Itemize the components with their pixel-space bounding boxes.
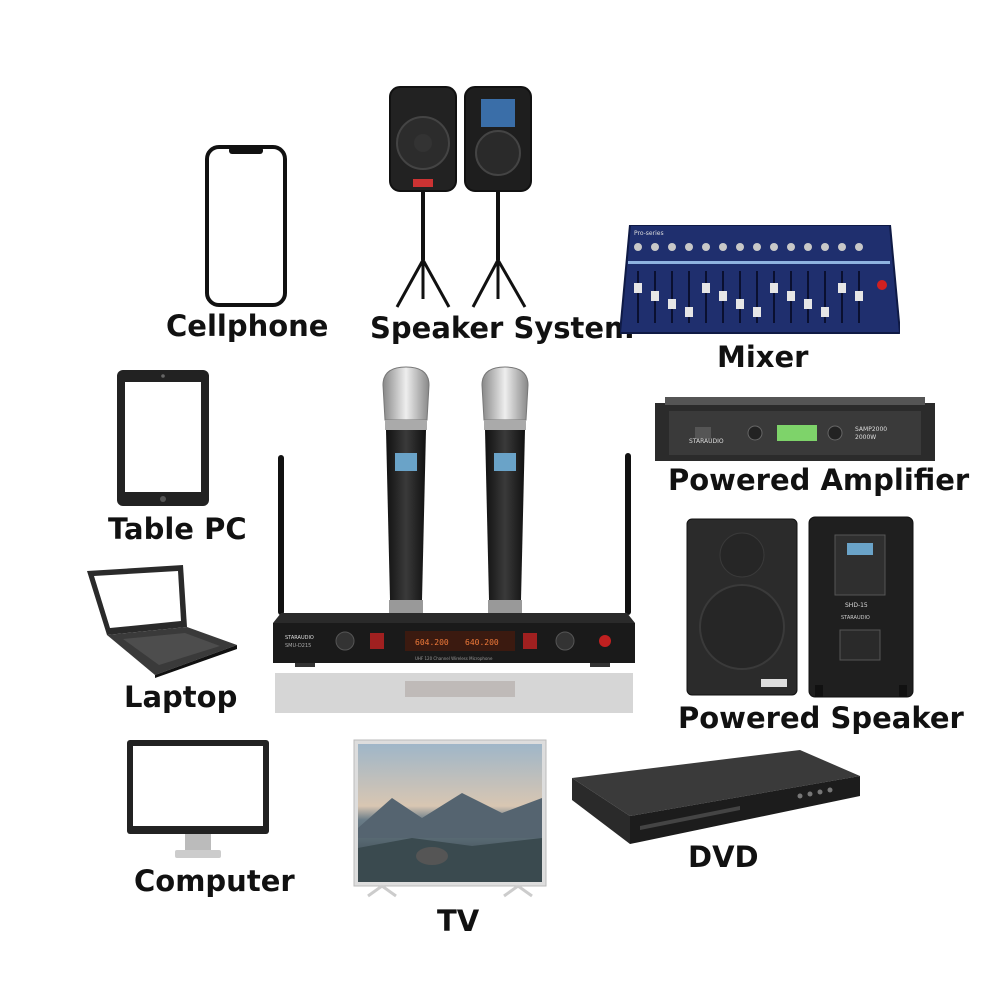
- computer-icon: [125, 738, 271, 862]
- powered-speaker-icon: SHD-15 STARAUDIO: [685, 515, 915, 700]
- laptop-label: Laptop: [124, 680, 238, 714]
- laptop-icon: [85, 563, 240, 678]
- powered-speaker-label: Powered Speaker: [678, 701, 964, 735]
- dvd-label: DVD: [688, 840, 759, 874]
- powered-amplifier-label: Powered Amplifier: [668, 463, 970, 497]
- cellphone-icon: [205, 145, 287, 307]
- receiver-caption: UHF 120 Channel Wireless Microphone: [415, 656, 493, 661]
- mixer-brand: Pro-series: [634, 230, 664, 237]
- table-pc-label: Table PC: [108, 512, 247, 546]
- cellphone-label: Cellphone: [166, 309, 329, 343]
- tv-icon: [352, 738, 548, 898]
- computer-label: Computer: [134, 864, 295, 898]
- tablet-icon: [115, 368, 211, 508]
- speaker-system-icon: [385, 85, 545, 310]
- receiver-model: SMU-D215: [285, 643, 311, 649]
- speaker-brand: STARAUDIO: [841, 615, 870, 621]
- tv-label: TV: [437, 904, 480, 938]
- receiver-brand: STARAUDIO: [285, 635, 314, 641]
- amp-power: 2000W: [855, 434, 876, 441]
- mixer-icon: Pro-series: [620, 225, 900, 337]
- wireless-microphone-system: 604.200 640.200 STARAUDIO SMU-D215 UHF 1…: [265, 365, 640, 720]
- amplifier-icon: STARAUDIO SAMP2000 2000W: [655, 397, 935, 463]
- mixer-label: Mixer: [717, 340, 809, 374]
- dvd-player-icon: [570, 748, 862, 848]
- speaker-model: SHD-15: [845, 602, 868, 609]
- channel-b-display: 640.200: [465, 638, 499, 647]
- amp-model: SAMP2000: [855, 426, 887, 433]
- amp-brand: STARAUDIO: [689, 438, 724, 445]
- channel-a-display: 604.200: [415, 638, 449, 647]
- speaker-system-label: Speaker System: [370, 311, 635, 345]
